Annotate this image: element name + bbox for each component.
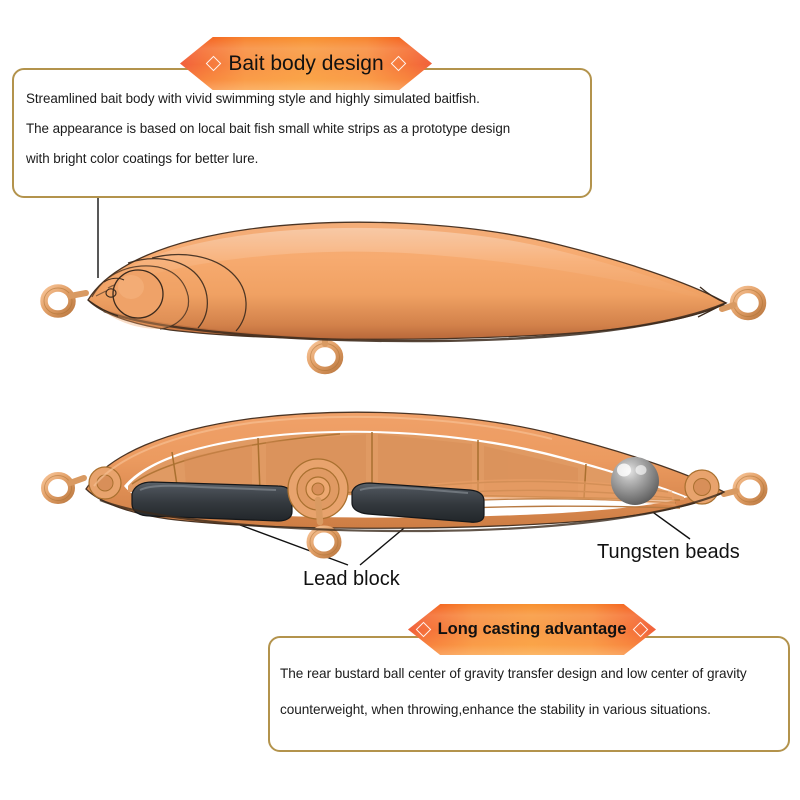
cutaway-tail-ring-icon — [721, 472, 768, 506]
tail-ring-icon — [719, 285, 767, 321]
nose-ring-icon — [40, 284, 89, 318]
diamond-icon — [390, 55, 406, 72]
gill-plate-lines — [91, 253, 247, 332]
mouth-line — [87, 299, 119, 317]
banner-label: Long casting advantage — [437, 620, 627, 638]
diamond-icon — [415, 621, 431, 638]
tail-seam — [697, 286, 728, 318]
lead-block-rear — [351, 482, 485, 523]
leader-line-lead-block-left — [204, 511, 349, 566]
cutaway-belly-ring-icon — [306, 496, 342, 559]
eye-brow-line — [103, 277, 125, 283]
callout-label-lead-block: Lead block — [303, 568, 400, 590]
body-highlight — [100, 227, 716, 302]
leader-line-tungsten-bead — [635, 499, 691, 540]
body-bottom-edge — [103, 302, 725, 343]
lure-body-exterior — [87, 221, 728, 340]
info-line: counterweight, when throwing,enhance the… — [280, 702, 711, 717]
info-line: Streamlined bait body with vivid swimmin… — [26, 91, 480, 106]
info-line: with bright color coatings for better lu… — [26, 151, 259, 166]
info-line: The rear bustard ball center of gravity … — [280, 666, 747, 681]
callout-label-tungsten-beads: Tungsten beads — [597, 541, 740, 563]
lead-block-front — [131, 481, 293, 522]
nostril-icon — [105, 288, 117, 298]
interior-back-wall — [128, 432, 684, 500]
diamond-icon — [633, 621, 649, 638]
chamber-panels — [184, 434, 578, 497]
lure-cutaway-illustration — [41, 411, 768, 559]
long-casting-advantage-text: The rear bustard ball center of gravity … — [280, 656, 778, 750]
bait-body-design-banner: Bait body design — [180, 37, 432, 90]
internal-chambers — [131, 432, 681, 501]
tungsten-bead — [611, 457, 659, 505]
diamond-icon — [206, 55, 222, 72]
interior-cavity — [124, 430, 688, 518]
cutaway-top-rim — [93, 415, 553, 487]
front-mount-boss — [88, 466, 122, 500]
info-line: The appearance is based on local bait fi… — [26, 121, 511, 136]
bait-body-design-text: Streamlined bait body with vivid swimmin… — [26, 84, 580, 196]
ball-track-surface — [428, 479, 676, 506]
leader-line-lead-block-right — [359, 507, 429, 566]
long-casting-advantage-banner: Long casting advantage — [408, 604, 656, 655]
leader-lines — [97, 198, 691, 566]
cutaway-bottom-edge — [99, 491, 723, 533]
lure-body-cutaway — [85, 411, 726, 529]
banner-label: Bait body design — [228, 51, 384, 75]
ball-track — [429, 480, 681, 510]
long-casting-advantage-box: The rear bustard ball center of gravity … — [268, 636, 790, 752]
cutaway-nose-ring-icon — [41, 472, 87, 504]
belly-ring-icon — [306, 333, 344, 375]
eye-icon — [112, 269, 164, 319]
center-mount-boss — [287, 458, 349, 520]
head-panel — [92, 266, 189, 329]
lure-exterior-illustration — [40, 221, 767, 375]
body-belly-shadow — [96, 303, 726, 342]
rear-mount-boss — [684, 469, 720, 505]
